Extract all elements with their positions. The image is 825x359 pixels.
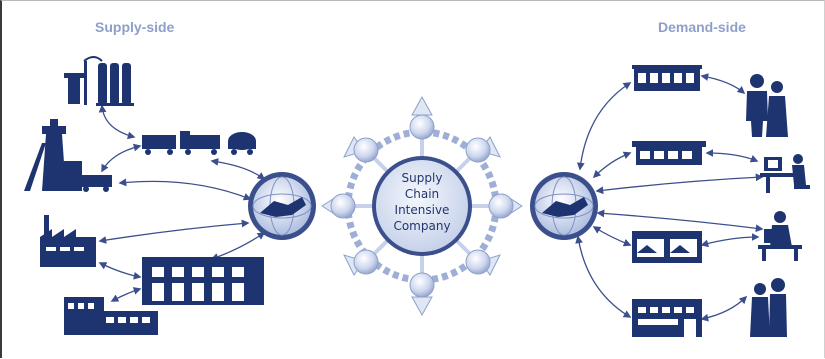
arrow-globe-outlet	[575, 235, 632, 318]
arrow-globe-warehouse	[210, 232, 266, 261]
arrow-globe-store	[576, 82, 632, 171]
demand-side-title: Demand-side	[658, 19, 746, 35]
arrow-globe-computer	[595, 173, 764, 195]
arrow-outlet-pair	[700, 295, 748, 322]
supply-side-title: Supply-side	[95, 19, 175, 35]
arrow-globe-shop	[592, 151, 632, 179]
people-pair-icon	[746, 74, 788, 137]
desk-worker-icon	[758, 211, 802, 261]
hub-label-line-4: Company	[393, 219, 450, 233]
standing-pair-icon	[750, 278, 787, 337]
hub-label-line-1: Supply	[402, 171, 443, 185]
computer-user-icon	[760, 154, 810, 193]
tanks-icon	[64, 56, 134, 106]
hub-label-line-3: Intensive	[395, 203, 450, 217]
retail-outlet-icon	[632, 231, 702, 263]
outlet-building-icon	[632, 299, 702, 337]
arrow-globe-retail	[592, 226, 632, 247]
factory-icon	[40, 215, 96, 267]
hub-label-line-2: Chain	[405, 187, 439, 201]
arrow-store-people	[700, 73, 746, 95]
arrow-mine-globe	[118, 178, 252, 201]
office-building-icon	[64, 297, 158, 335]
central-hub: Supply Chain Intensive Company	[321, 95, 523, 317]
arrow-globe-desk	[596, 209, 764, 233]
supply-arrows	[98, 104, 266, 302]
mine-tower-icon	[24, 119, 112, 192]
arrow-retail-desk	[700, 233, 760, 248]
supply-handshake-globe-icon	[248, 172, 316, 240]
arrow-office-warehouse	[110, 287, 142, 302]
arrow-shop-computer	[705, 149, 759, 163]
shop-icon	[632, 141, 706, 165]
rail-cars-icon	[142, 131, 256, 155]
arrow-factory-warehouse	[98, 262, 142, 280]
arrow-tanks-railcars	[98, 104, 136, 140]
warehouse-icon	[142, 257, 264, 305]
hub-nodes	[330, 114, 514, 298]
arrow-railcars-mine	[101, 143, 142, 173]
arrow-railcars-globe	[210, 158, 266, 180]
demand-handshake-globe-icon	[530, 172, 598, 240]
store-icon	[632, 65, 702, 91]
demand-arrows	[575, 73, 764, 322]
arrow-factory-globe	[98, 219, 250, 244]
